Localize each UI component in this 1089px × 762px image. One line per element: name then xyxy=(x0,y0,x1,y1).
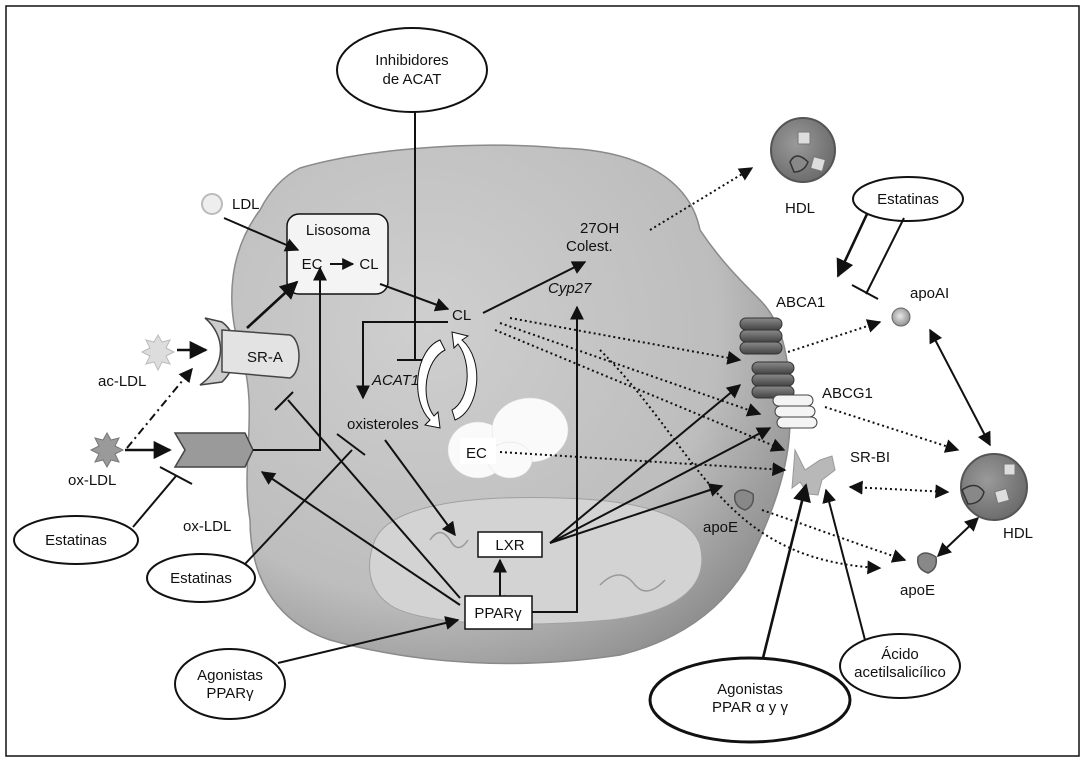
sr-a-to-lisosoma-arrow xyxy=(246,280,299,329)
cl-to-abcg1-dotted-arrow xyxy=(499,322,762,417)
inhibidores-acat-node xyxy=(336,27,488,113)
cl-to-srbi-dotted-arrow xyxy=(494,329,786,452)
lisosoma-to-cl-arrow xyxy=(379,283,450,312)
hdl-right-label: HDL xyxy=(1003,525,1033,542)
estatinas-mid-label: Estatinas xyxy=(170,570,232,587)
oh27-line1: 27OH xyxy=(580,220,619,237)
ppar-inhibit-sr-a-line xyxy=(287,399,461,599)
estatinas-left-inhibit-line xyxy=(132,475,177,528)
cl-to-oxisteroles-arrow xyxy=(356,321,448,400)
acat1-label: ACAT1 xyxy=(371,372,419,389)
estatinas-left-node xyxy=(13,515,139,565)
agonistas-to-ppar-gamma-arrow xyxy=(277,616,460,664)
cd36-receptor-icon xyxy=(173,432,254,468)
nucleus xyxy=(369,497,703,625)
apoe-hdl-bidirectional-arrow xyxy=(936,517,980,557)
sr-a-receptor-icon xyxy=(199,317,300,386)
apoe-inner-label: apoE xyxy=(703,519,738,536)
estatinas-right-node xyxy=(852,176,964,222)
acido-line1: Ácido xyxy=(881,646,919,663)
hdl-right-apoe-glyph xyxy=(961,484,985,505)
acido-line2: acetilsalicílico xyxy=(854,664,946,681)
hdl-top-apoa-glyph-2 xyxy=(810,156,826,172)
sr-bi-label: SR-BI xyxy=(850,449,890,466)
ppar-inhibit-sr-a-bar xyxy=(274,391,294,411)
ppar-gamma-box xyxy=(464,595,533,630)
abca1-label: ABCA1 xyxy=(776,294,825,311)
lxr-to-abca1-arrow xyxy=(549,384,742,544)
cl-label: CL xyxy=(452,307,471,324)
cl-to-27oh-arrow xyxy=(482,261,587,314)
apoe-outer-label: apoE xyxy=(900,582,935,599)
estatinas-inhibit-apoai-line xyxy=(865,217,905,295)
estatinas-mid-inhibit-bar xyxy=(336,433,366,456)
sr-a-label: SR-A xyxy=(247,349,283,366)
lisosoma-cl-label: CL xyxy=(359,256,378,273)
ldl-label: LDL xyxy=(232,196,260,213)
ox-ldl-left-label: ox-LDL xyxy=(68,472,116,489)
estatinas-mid-node xyxy=(146,553,256,603)
lxr-label: LXR xyxy=(495,537,524,554)
cyp27-label: Cyp27 xyxy=(548,280,592,297)
estatinas-inhibit-bar xyxy=(851,284,879,300)
estatinas-left-inhibit-bar xyxy=(159,466,193,485)
estatinas-right-label: Estatinas xyxy=(877,191,939,208)
lxr-to-abcg1-arrow xyxy=(549,427,772,544)
cycle-arrows-icon xyxy=(417,331,478,429)
apoai-label: apoAI xyxy=(910,285,949,302)
agonistas-ppar-gamma-line1: Agonistas xyxy=(197,667,263,684)
lxr-box xyxy=(477,531,543,558)
agonistas-ppar-gamma-line2: PPARγ xyxy=(206,685,254,702)
estatinas-to-abca1-arrow xyxy=(836,213,869,278)
inhibidores-acat-line1: Inhibidores xyxy=(375,52,448,69)
apoai-particle-icon xyxy=(891,307,911,327)
cl-to-abca1-dotted-arrow xyxy=(509,317,742,365)
agonistas-ppar-gamma-node xyxy=(174,648,286,720)
hdl-right-apoa-glyph xyxy=(1003,463,1016,476)
ldl-to-lisosoma-arrow xyxy=(223,217,300,252)
oh27-line2: Colest. xyxy=(566,238,613,255)
agonistas-ppar-ay-node xyxy=(648,656,852,744)
hdl-top-label: HDL xyxy=(785,200,815,217)
abca1-to-apoai-dotted-arrow xyxy=(787,319,882,353)
acido-to-srbi-arrow xyxy=(822,488,866,641)
abcg1-transporter-icon xyxy=(772,394,818,429)
ec-droplet-label-bg xyxy=(460,438,496,464)
abcg1-to-hdl-dotted-arrow xyxy=(824,406,960,453)
oxisteroles-label: oxisteroles xyxy=(347,416,419,433)
agonistas-ppar-ay-to-srbi-arrow xyxy=(761,483,811,659)
hdl-top-particle-icon xyxy=(770,117,836,183)
estatinas-mid-inhibit-line xyxy=(244,449,353,565)
ac-ldl-particle-icon xyxy=(140,333,176,372)
abcg1-label: ABCG1 xyxy=(822,385,873,402)
hdl-top-apoe-glyph xyxy=(789,155,809,173)
oxisteroles-to-lxr-arrow xyxy=(384,439,456,537)
ac-ldl-label: ac-LDL xyxy=(98,373,146,390)
lxr-to-apoe-arrow xyxy=(549,483,724,544)
hdl-right-apoa-glyph-2 xyxy=(994,488,1010,504)
estatinas-left-label: Estatinas xyxy=(45,532,107,549)
apoe-inner-icon xyxy=(733,489,755,511)
apoai-hdl-bidirectional-arrow xyxy=(929,328,991,447)
ec-droplet-label: EC xyxy=(466,445,487,462)
inhibidores-acat-line2: de ACAT xyxy=(383,71,442,88)
lisosoma-box xyxy=(286,213,389,295)
acido-acetilsalicilico-node xyxy=(839,633,961,699)
agonistas-ppar-ay-line1: Agonistas xyxy=(717,681,783,698)
ox-ldl-to-sr-a-dashdot-arrow xyxy=(126,367,193,449)
ppar-to-cyp27-arrow xyxy=(532,305,584,613)
hdl-top-apoa-glyph xyxy=(797,131,811,145)
apoe-outer-icon xyxy=(916,552,938,574)
cd36-to-lisosoma-arrow xyxy=(253,266,327,451)
agonistas-ppar-ay-line2: PPAR α y γ xyxy=(712,699,788,716)
srbi-hdl-bidirectional-dotted-arrow xyxy=(848,480,950,499)
ppar-gamma-label: PPARγ xyxy=(474,605,522,622)
ox-ldl-particle-icon xyxy=(89,431,125,469)
ppar-to-cd36-arrow xyxy=(260,471,461,606)
ox-ldl-receptor-label: ox-LDL xyxy=(183,518,231,535)
lisosoma-label: Lisosoma xyxy=(306,222,371,239)
ldl-particle-icon xyxy=(201,193,223,215)
